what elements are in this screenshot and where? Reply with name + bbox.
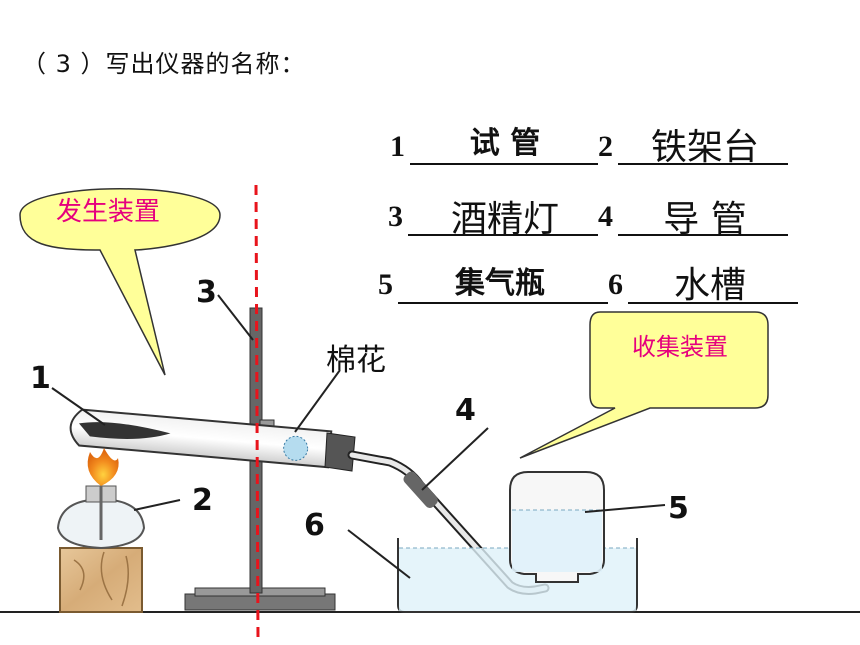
answer-number-4: 4 — [598, 200, 613, 233]
label-3: 3 — [196, 275, 217, 310]
label-5: 5 — [668, 491, 689, 526]
answer-text-4: 导 管 — [663, 199, 747, 240]
answer-number-2: 2 — [598, 130, 613, 163]
generator-callout: 发生装置 — [19, 188, 221, 376]
test-tube — [69, 408, 333, 469]
answer-text-6: 水槽 — [673, 265, 746, 306]
question-heading: （ 3 ）写出仪器的名称： — [22, 50, 306, 78]
answer-text-5: 集气瓶 — [455, 266, 545, 301]
rubber-connector — [403, 471, 438, 508]
answer-number-6: 6 — [608, 268, 623, 301]
label-6: 6 — [304, 508, 325, 543]
center-dashed-line — [254, 184, 260, 641]
wooden-block — [59, 547, 143, 613]
collector-callout: 收集装置 — [519, 311, 769, 459]
answer-line-2 — [618, 163, 788, 165]
answer-number-1: 1 — [390, 130, 405, 163]
label-cotton: 棉花 — [326, 343, 386, 378]
cotton-plug — [283, 435, 309, 461]
answer-text-1: 试 管 — [469, 126, 541, 161]
alcohol-lamp — [56, 485, 146, 550]
collector-callout-text: 收集装置 — [632, 333, 728, 361]
answer-line-5 — [398, 302, 608, 304]
answer-line-3 — [408, 234, 598, 236]
flame — [87, 448, 119, 486]
label-2: 2 — [192, 483, 213, 518]
rubber-stopper — [324, 432, 356, 472]
label-4: 4 — [455, 393, 476, 428]
answer-text-3: 酒精灯 — [450, 199, 559, 240]
generator-callout-text: 发生装置 — [56, 197, 160, 227]
answer-number-3: 3 — [388, 200, 403, 233]
label-1: 1 — [30, 361, 51, 396]
answer-line-6 — [628, 302, 798, 304]
answer-text-2: 铁架台 — [650, 127, 759, 168]
answer-line-4 — [618, 234, 788, 236]
answer-number-5: 5 — [378, 268, 393, 301]
gas-collecting-bottle — [509, 471, 605, 583]
answer-line-1 — [410, 163, 598, 165]
